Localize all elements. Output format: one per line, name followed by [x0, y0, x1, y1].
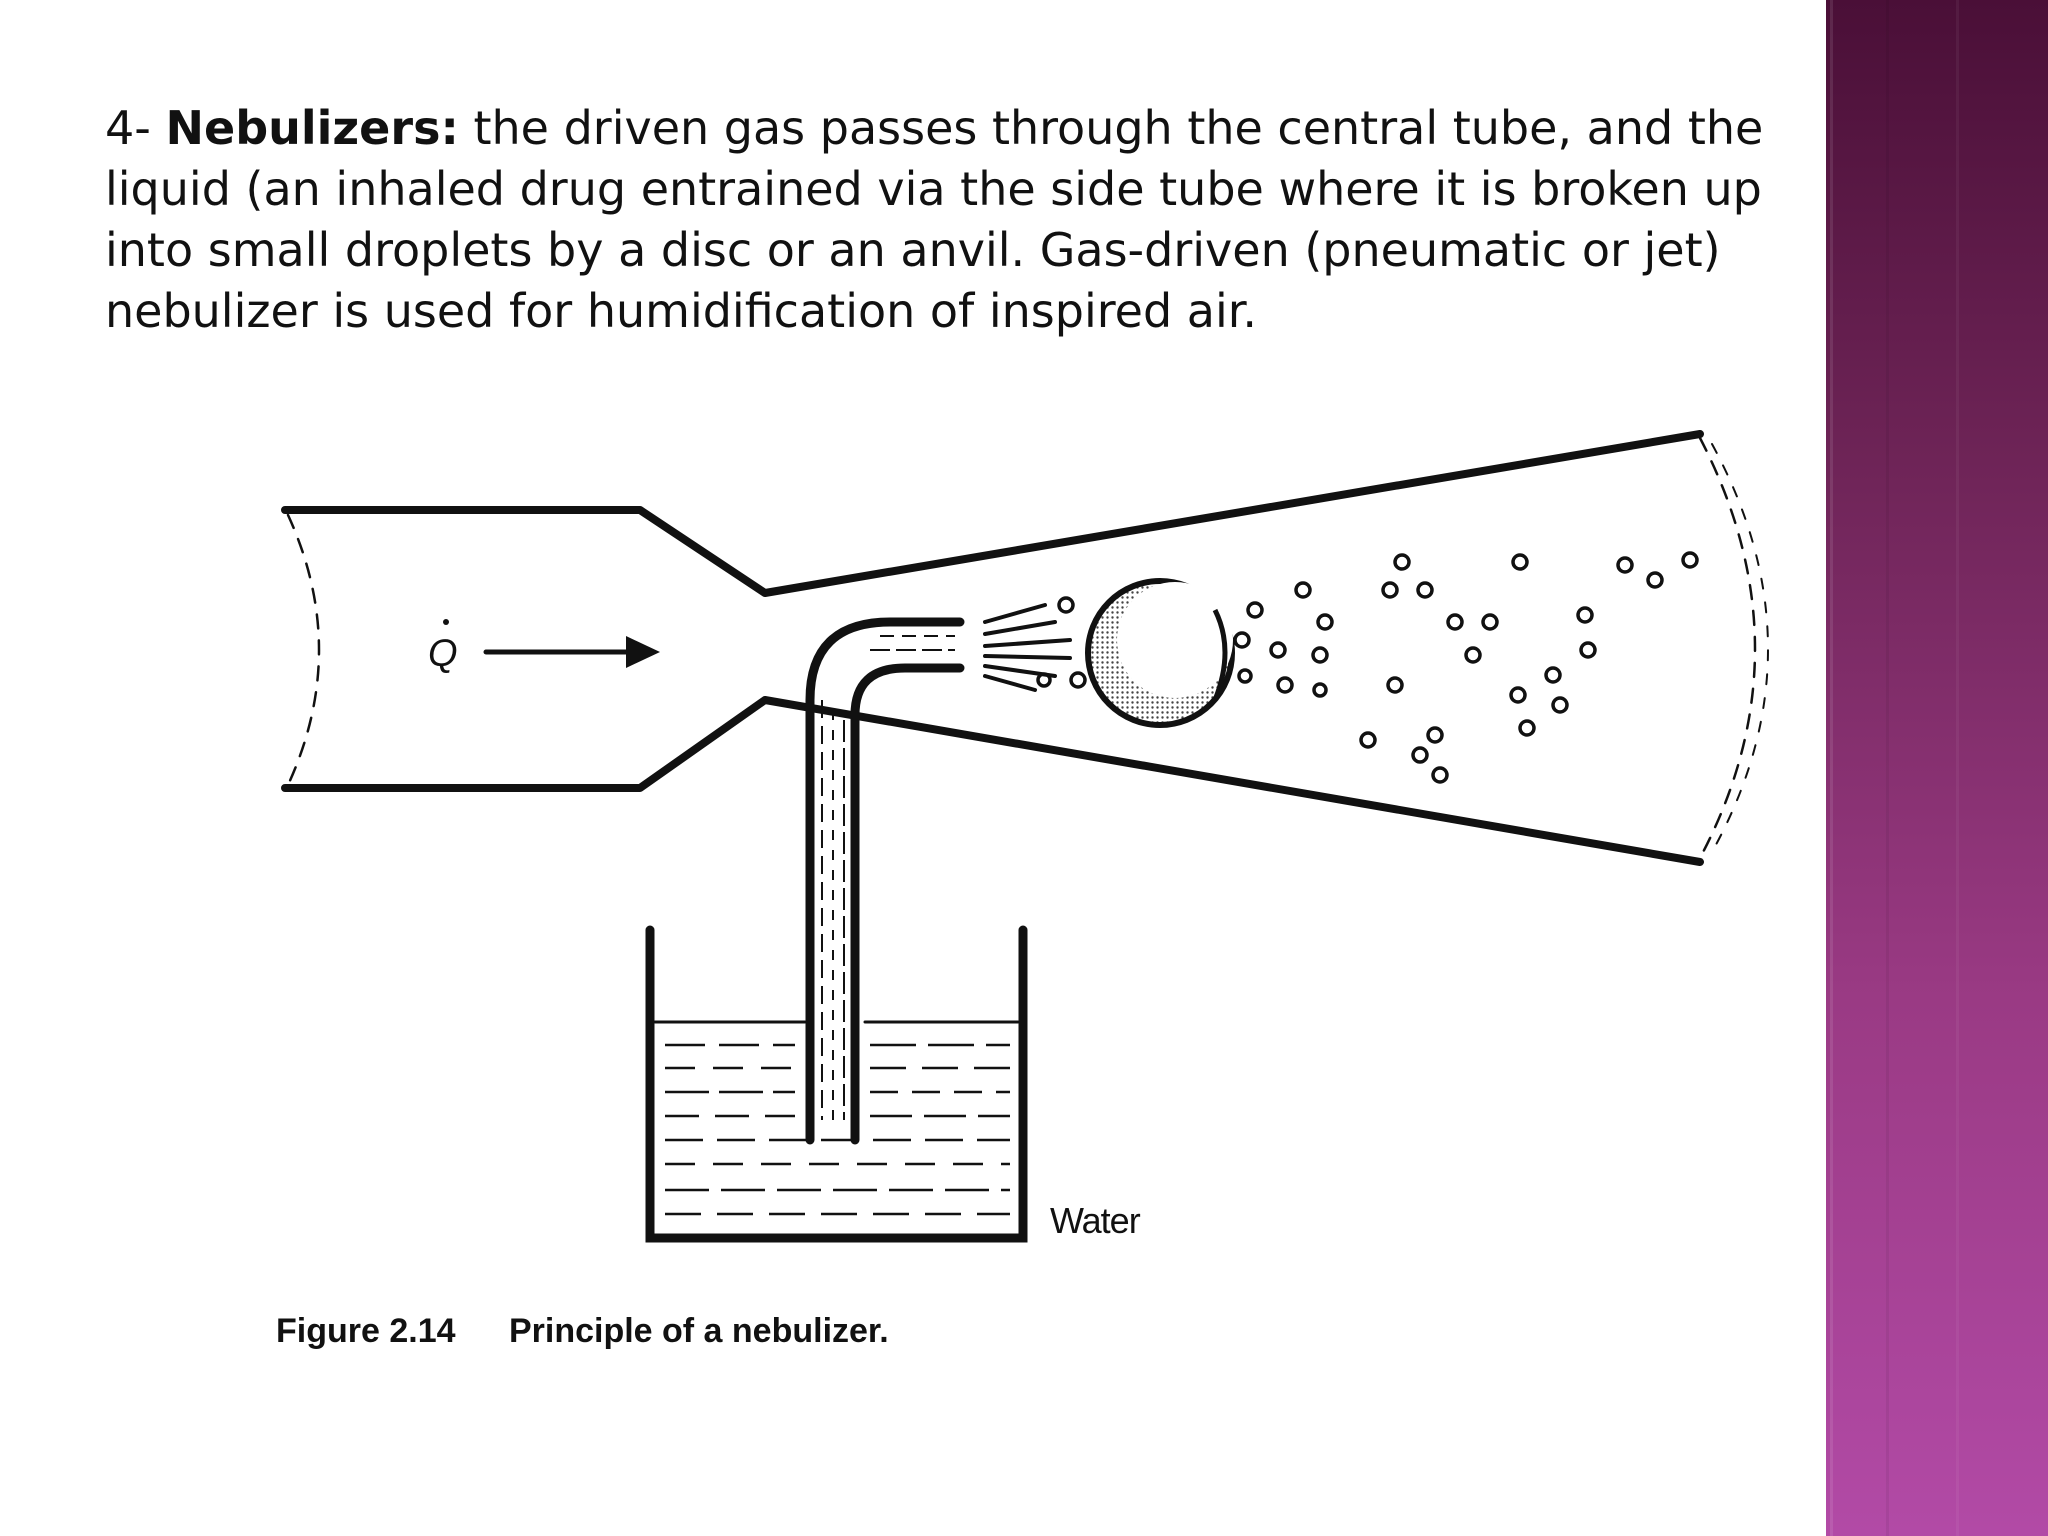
term-nebulizers: Nebulizers:	[165, 101, 459, 155]
water-lines	[665, 1043, 1010, 1216]
tube-liquid	[821, 635, 955, 1120]
caption-text: Principle of a nebulizer.	[508, 1312, 889, 1350]
side-accent-band	[1826, 0, 2048, 1536]
feed-tube-inner	[850, 663, 965, 1145]
slide-main	[0, 0, 1826, 1536]
inlet-open-end	[286, 513, 321, 787]
outlet-open-end	[1698, 436, 1757, 860]
beaker	[645, 925, 1028, 1243]
definition-text: the driven gas passes through the centra…	[105, 101, 1764, 338]
spray-jets	[983, 603, 1072, 692]
flow-symbol-dot	[443, 619, 449, 625]
tube-upper-wall	[281, 430, 1704, 597]
body-paragraph: 4- Nebulizers: the driven gas passes thr…	[105, 98, 1805, 342]
feed-tube-outer	[805, 617, 965, 1145]
figure-caption: Figure 2.14 Principle of a nebulizer.	[276, 1312, 889, 1351]
nebulizer-diagram: Q	[281, 430, 1769, 1243]
flow-symbol: Q	[428, 633, 458, 675]
water-label: Water	[1050, 1200, 1141, 1241]
droplets	[1036, 551, 1699, 784]
flow-arrow-head	[626, 636, 660, 668]
caption-number: Figure 2.14	[276, 1312, 456, 1350]
tube-lower-wall	[281, 696, 1704, 866]
item-number: 4-	[105, 101, 151, 155]
